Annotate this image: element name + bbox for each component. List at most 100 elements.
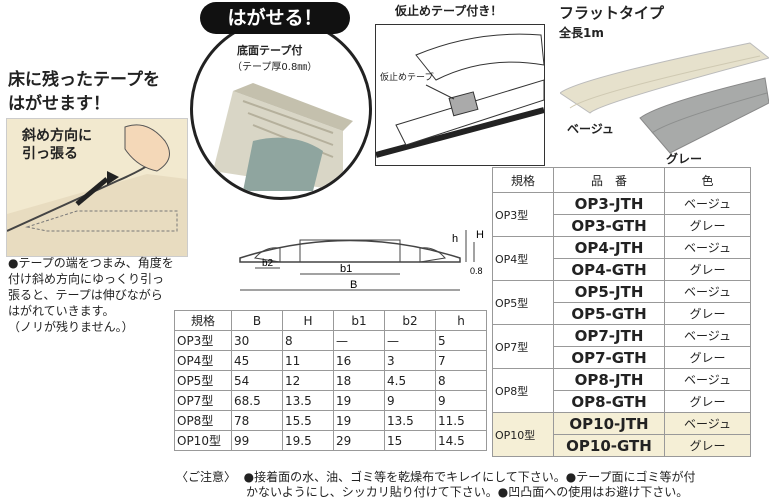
- peel-description: ●テープの端をつまみ、角度を 付け斜め方向にゆっくり引っ 張ると、テープは伸びな…: [8, 255, 208, 335]
- product-code: OP8-GTH: [553, 390, 665, 413]
- cell: OP4型: [174, 350, 232, 371]
- table-row: OP8-GTH グレー: [493, 390, 751, 413]
- peel-label-line1: 斜め方向に: [22, 128, 92, 144]
- cell: OP5型: [174, 370, 232, 391]
- cell: 5: [435, 330, 487, 351]
- cell: 14.5: [435, 430, 487, 451]
- product-code: OP4-GTH: [553, 258, 665, 281]
- cell: 7: [435, 350, 487, 371]
- caution-note: 〈ご注意〉 ●接着面の水、油、ゴミ等を乾燥布でキレイにして下さい。●テープ面にゴ…: [176, 470, 766, 500]
- color-cell: グレー: [664, 302, 751, 325]
- size-cell: OP5型: [492, 280, 554, 325]
- left-heading-line1: 床に残ったテープを: [8, 70, 160, 90]
- dim-H-label: H: [476, 229, 484, 241]
- desc-line: はがれていきます。: [8, 304, 115, 318]
- col-header: 規格: [174, 310, 232, 331]
- product-code: OP5-GTH: [553, 302, 665, 325]
- cell: OP7型: [174, 390, 232, 411]
- color-cell: ベージュ: [664, 236, 751, 259]
- table-row: OP8型 OP8-JTH ベージュ: [492, 368, 751, 413]
- color-cell: グレー: [664, 214, 751, 237]
- cell: 68.5: [231, 390, 283, 411]
- color-cell: ベージュ: [664, 412, 751, 435]
- table-row: OP3-GTH グレー: [493, 214, 751, 237]
- temp-tape-label: 仮止めテープ: [380, 73, 434, 83]
- cell: 8: [282, 330, 334, 351]
- cell: 18: [333, 370, 385, 391]
- beige-label: ベージュ: [567, 122, 614, 136]
- gray-label: グレー: [666, 152, 703, 166]
- desc-line: 付け斜め方向にゆっくり引っ: [8, 272, 165, 286]
- cell: —: [384, 330, 436, 351]
- temp-tape-title: 仮止めテープ付き！: [395, 4, 503, 18]
- size-cell: OP4型: [492, 236, 554, 281]
- cell: 12: [282, 370, 334, 391]
- table-header-row: 規格 B H b1 b2 h: [174, 310, 487, 331]
- size-cell: OP8型: [492, 368, 554, 413]
- dim-thickness-label: 0.8: [470, 266, 483, 276]
- col-header: H: [282, 310, 334, 331]
- cross-section-diagram: B b1 b2 h H 0.8: [239, 229, 484, 291]
- cell: OP3型: [174, 330, 232, 351]
- note-label: 〈ご注意〉: [176, 470, 237, 484]
- table-row: OP7-GTH グレー: [493, 346, 751, 369]
- product-code: OP4-JTH: [553, 236, 665, 259]
- dim-B-label: B: [350, 279, 357, 291]
- size-cell: OP3型: [492, 192, 554, 237]
- left-heading: 床に残ったテープを はがせます！: [8, 68, 160, 116]
- color-cell: ベージュ: [664, 192, 751, 215]
- color-cell: ベージュ: [664, 368, 751, 391]
- left-heading-line2: はがせます！: [8, 94, 110, 114]
- product-code: OP7-JTH: [553, 324, 665, 347]
- product-code: OP3-GTH: [553, 214, 665, 237]
- cell: 30: [231, 330, 283, 351]
- cell: 45: [231, 350, 283, 371]
- cell: OP8型: [174, 410, 232, 431]
- cell: 13.5: [384, 410, 436, 431]
- color-cell: グレー: [664, 346, 751, 369]
- col-header: B: [231, 310, 283, 331]
- temp-tape-drawing: [376, 33, 544, 158]
- color-cell: ベージュ: [664, 324, 751, 347]
- table-row-highlighted: OP10型 OP10-JTH ベージュ: [492, 412, 751, 457]
- desc-line: 張ると、テープは伸びながら: [8, 288, 163, 302]
- tape-thickness-label: （テープ厚0.8㎜）: [232, 62, 318, 73]
- col-header: 品 番: [553, 167, 665, 193]
- size-cell: OP10型: [492, 412, 554, 457]
- col-header: 規格: [492, 167, 554, 193]
- cell: 9: [384, 390, 436, 411]
- table-row: OP5-GTH グレー: [493, 302, 751, 325]
- cell: 8: [435, 370, 487, 391]
- product-code: OP3-JTH: [553, 192, 665, 215]
- color-cell: グレー: [664, 434, 751, 457]
- note-line2: かないようにし、シッカリ貼り付けて下さい。●凹凸面への使用はお避け下さい。: [246, 485, 689, 499]
- cell: 29: [333, 430, 385, 451]
- dim-b1-label: b1: [340, 263, 352, 275]
- product-code: OP10-GTH: [553, 434, 665, 457]
- flat-type-title: フラットタイプ: [559, 4, 665, 22]
- product-code: OP8-JTH: [553, 368, 665, 391]
- bottom-tape-label: 底面テープ付: [237, 44, 303, 57]
- note-line1: ●接着面の水、油、ゴミ等を乾燥布でキレイにして下さい。●テープ面にゴミ等が付: [243, 470, 696, 484]
- col-header: b2: [384, 310, 436, 331]
- dim-b2-label: b2: [262, 258, 274, 269]
- cell: 19.5: [282, 430, 334, 451]
- color-cell: グレー: [664, 258, 751, 281]
- cell: 13.5: [282, 390, 334, 411]
- peel-illustration: [6, 118, 188, 257]
- cell: 11: [282, 350, 334, 371]
- cell: 19: [333, 390, 385, 411]
- peel-hand-illustration: [6, 124, 187, 256]
- peelable-badge: はがせる！: [200, 2, 350, 34]
- cell: 9: [435, 390, 487, 411]
- col-header: h: [435, 310, 487, 331]
- desc-line: （ノリが残りません。）: [8, 320, 134, 334]
- product-code: OP7-GTH: [553, 346, 665, 369]
- cell: 54: [231, 370, 283, 391]
